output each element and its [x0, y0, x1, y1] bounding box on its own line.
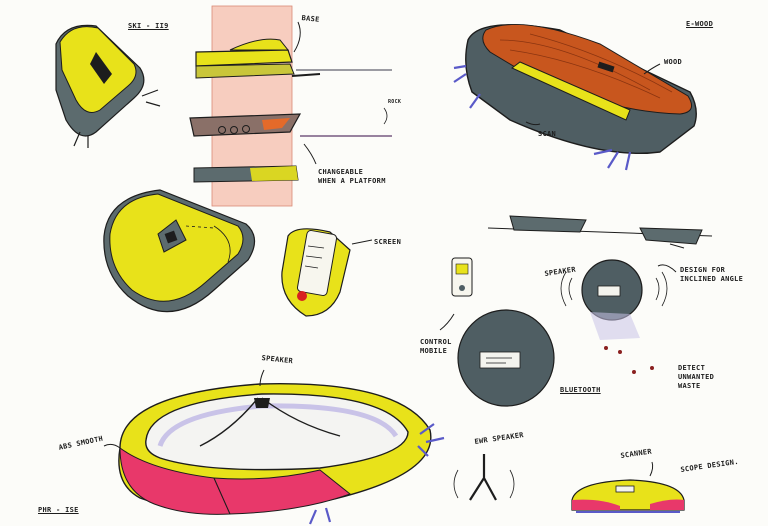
label-control: CONTROL	[420, 338, 452, 346]
sheet-code-bottom: PHR - ISE	[38, 506, 79, 514]
sheet-code-top: SKI - II9	[128, 22, 169, 30]
label-unwanted: UNWANTED	[678, 373, 715, 381]
small-robot-sketch	[55, 24, 161, 148]
label-scan: SCAN	[538, 130, 557, 138]
label-when-platform: WHEN A PLATFORM	[318, 177, 386, 185]
label-wood-tag: E-WOOD	[686, 20, 714, 28]
ewr-speaker-sketch	[453, 454, 515, 501]
label-waste: WASTE	[678, 382, 701, 390]
label-mobile: MOBILE	[420, 347, 448, 355]
scanner-robot-sketch	[571, 461, 685, 513]
label-wood: WOOD	[664, 58, 683, 66]
yellow-shell-sketch	[103, 189, 256, 313]
main-robot-sketch	[103, 369, 445, 525]
wood-robot-sketch	[453, 23, 697, 171]
label-screen: SCREEN	[374, 238, 402, 246]
label-bluetooth: BLUETOOTH	[560, 386, 601, 394]
label-base: BASE	[301, 14, 320, 24]
label-rock: ROCK	[388, 99, 402, 105]
label-changeable: CHANGEABLE	[318, 168, 364, 176]
incline-sketch	[487, 215, 713, 249]
label-design-for: DESIGN FOR	[680, 266, 726, 274]
screen-device-sketch	[281, 228, 373, 317]
mobile-sketch	[439, 257, 555, 407]
pole-platform-sketch	[189, 5, 392, 207]
speaker-robot-sketch	[560, 259, 677, 374]
label-detect: DETECT	[678, 364, 706, 372]
label-inclined-angle: INCLINED ANGLE	[680, 275, 744, 283]
